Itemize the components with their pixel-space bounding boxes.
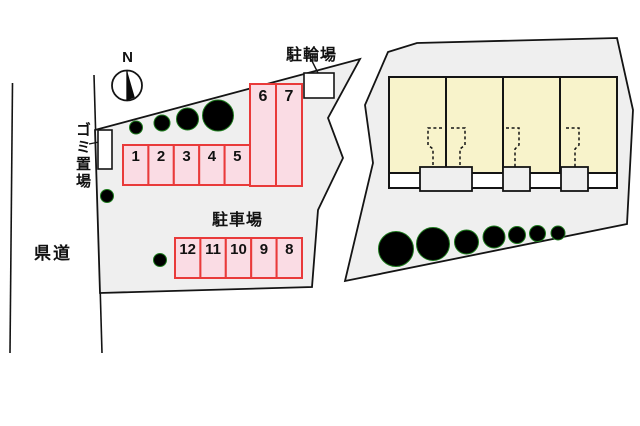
parking-space-number: 3 xyxy=(182,148,191,165)
tree xyxy=(100,189,114,203)
parking-space-number: 8 xyxy=(285,241,294,258)
tree xyxy=(482,225,506,249)
tree xyxy=(378,231,414,267)
road-edge-left xyxy=(9,82,14,354)
parking-space-number: 1 xyxy=(131,148,140,165)
parking-space-12 xyxy=(174,237,202,279)
building-porch-unit-3 xyxy=(502,166,531,192)
parking-space-number: 5 xyxy=(233,148,242,165)
tree xyxy=(416,227,450,261)
parking-space-number: 12 xyxy=(179,241,197,258)
entry-path-unit-4 xyxy=(566,127,580,167)
parking-space-number: 6 xyxy=(258,88,268,105)
entry-path-unit-2 xyxy=(451,127,466,167)
building-unit-1 xyxy=(388,76,447,174)
parking-space-4 xyxy=(198,144,226,186)
building-porch-units-1-2 xyxy=(419,166,473,192)
building-unit-3 xyxy=(502,76,561,174)
parking-space-7 xyxy=(275,83,303,187)
tree xyxy=(202,99,234,132)
tree xyxy=(550,225,566,241)
parking-space-number: 10 xyxy=(230,241,247,258)
building-porch-unit-4 xyxy=(560,166,589,192)
parking-space-number: 9 xyxy=(259,241,269,258)
bicycle-parking-label: 駐輪場 xyxy=(286,47,338,64)
bicycle-parking-box xyxy=(303,72,335,99)
parking-space-5 xyxy=(223,144,252,186)
parking-space-number: 4 xyxy=(207,148,217,165)
parking-space-10 xyxy=(224,237,253,279)
tree xyxy=(153,253,167,267)
parking-lot-label: 駐車場 xyxy=(212,212,264,229)
parking-space-number: 2 xyxy=(156,148,166,165)
tree xyxy=(129,120,143,135)
building-unit-2 xyxy=(445,76,504,174)
tree xyxy=(454,229,479,255)
tree xyxy=(153,114,171,132)
parking-space-8 xyxy=(275,237,304,279)
parking-space-6 xyxy=(249,83,277,187)
building-unit-4 xyxy=(559,76,618,174)
tree xyxy=(176,107,199,131)
tree xyxy=(508,226,526,244)
entry-path-unit-1 xyxy=(427,127,442,167)
tree xyxy=(529,225,546,242)
north-label: N xyxy=(122,49,133,66)
parking-space-1 xyxy=(122,144,150,186)
north-compass-icon xyxy=(111,69,143,102)
garbage-area-box xyxy=(97,129,113,170)
parking-space-number: 7 xyxy=(284,88,294,105)
parking-space-11 xyxy=(199,237,227,279)
garbage-area-label: ゴミ置場 xyxy=(74,122,91,190)
entry-path-unit-3 xyxy=(506,127,520,167)
prefectural-road-label: 県道 xyxy=(34,244,72,263)
parking-space-number: 11 xyxy=(205,241,222,258)
